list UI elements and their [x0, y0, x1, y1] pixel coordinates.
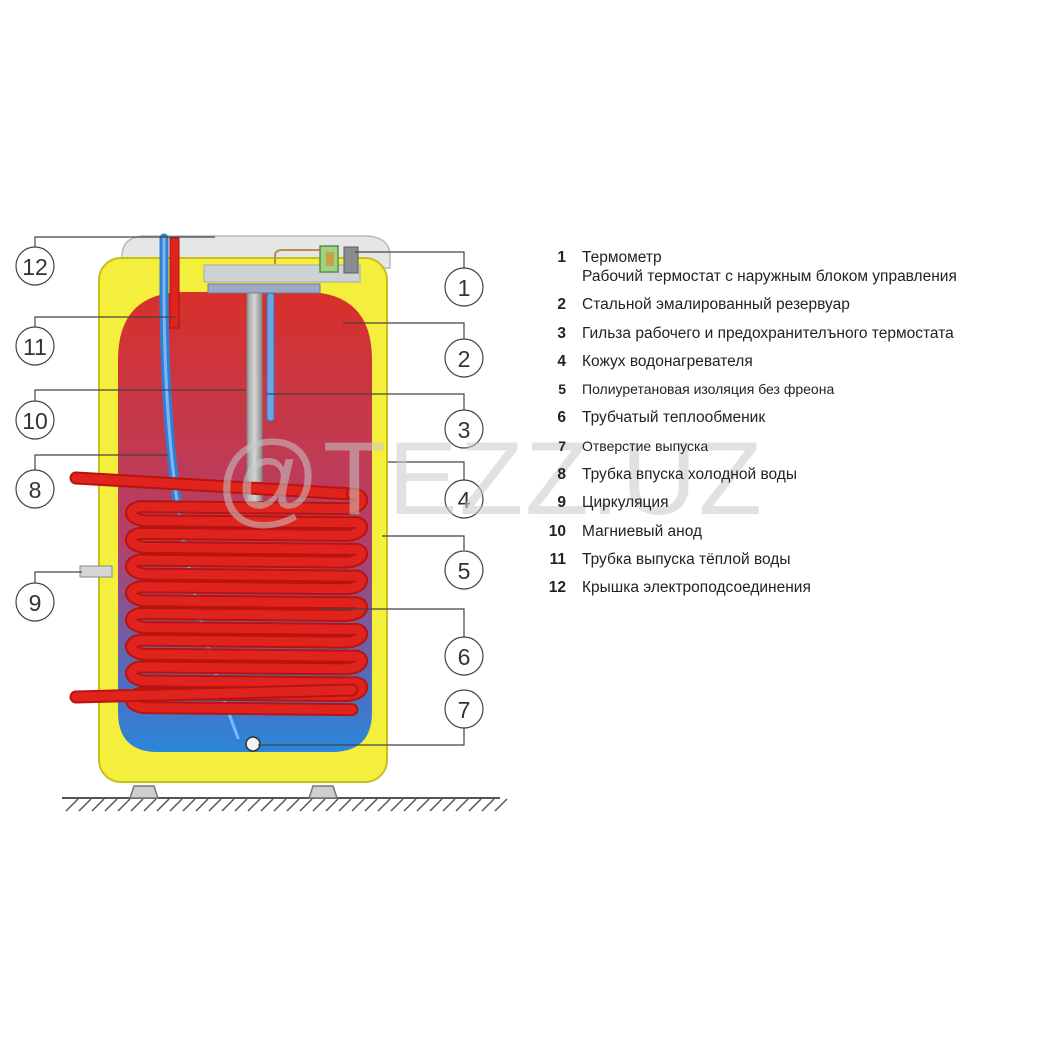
legend-item-12: 12 Крышка электроподсоединения [530, 578, 1045, 597]
hot-outlet-pipe [169, 237, 180, 329]
callout-9: 9 [15, 582, 55, 622]
legend-num: 11 [549, 550, 566, 568]
legend-num: 8 [557, 466, 566, 484]
thermostat-sleeve [266, 292, 275, 422]
legend-num: 7 [558, 437, 566, 454]
circulation-stub [79, 565, 113, 578]
legend-num: 6 [557, 409, 566, 427]
legend-num: 4 [557, 352, 566, 370]
svg-text:8: 8 [29, 477, 42, 503]
drain-outlet [245, 736, 261, 752]
legend-item-3: 3 Гильза рабочего и предохранителъного т… [530, 324, 1045, 343]
legend-text: Стальной эмалированный резервуар [582, 296, 850, 314]
legend-item-6: 6 Трубчатый теплообменик [530, 408, 1045, 427]
legend-item-7: 7 Отверстие выпуска [530, 437, 1045, 456]
svg-text:2: 2 [458, 346, 471, 372]
legend-item-8: 8 Трубка впуска холодной воды [530, 465, 1045, 484]
legend-num: 3 [557, 324, 566, 342]
leader-lines [34, 236, 465, 746]
legend-num: 12 [548, 579, 566, 597]
legend-text: Полиуретановая изоляция без фреона [582, 381, 835, 398]
legend-item-9: 9 Циркуляция [530, 493, 1045, 512]
legend-text: Трубка выпуска тёплой воды [582, 550, 791, 568]
callout-5: 5 [444, 550, 484, 590]
legend-text: Трубка впуска холодной воды [582, 466, 797, 484]
callout-3: 3 [444, 409, 484, 449]
svg-text:12: 12 [22, 254, 48, 280]
legend-item-5: 5 Полиуретановая изоляция без фреона [530, 380, 1045, 399]
callout-2: 2 [444, 338, 484, 378]
legend-text: Трубчатый теплообменик [582, 409, 766, 427]
legend-text: Гильза рабочего и предохранителъного тер… [582, 324, 954, 342]
svg-text:5: 5 [458, 558, 471, 584]
flange [207, 283, 321, 294]
callout-4: 4 [444, 479, 484, 519]
svg-text:11: 11 [23, 334, 47, 360]
legend-item-10: 10 Магниевый анод [530, 522, 1045, 541]
callout-7: 7 [444, 689, 484, 729]
floor [62, 797, 508, 812]
legend-text: Циркуляция [582, 494, 669, 512]
callout-1: 1 [444, 267, 484, 307]
svg-text:9: 9 [29, 590, 42, 616]
svg-text:7: 7 [458, 697, 471, 723]
callout-6: 6 [444, 636, 484, 676]
legend-text: Кожух водонагревателя [582, 352, 753, 370]
legend-item-2: 2 Стальной эмалированный резервуар [530, 295, 1045, 314]
svg-text:1: 1 [458, 275, 471, 301]
legend-text: Рабочий термостат с наружным блоком упра… [582, 268, 957, 285]
legend-text: Отверстие выпуска [582, 437, 709, 454]
legend-text: Термометр [582, 249, 662, 266]
callout-11: 11 [15, 326, 55, 366]
callout-12: 12 [15, 246, 55, 286]
thermometer-icon [274, 245, 359, 274]
legend-num: 10 [548, 522, 566, 540]
callout-10: 10 [15, 400, 55, 440]
legend-item-4: 4 Кожух водонагревателя [530, 352, 1045, 371]
legend-num: 9 [557, 494, 566, 512]
legend-num: 1 [557, 249, 566, 266]
legend-item-11: 11 Трубка выпуска тёплой воды [530, 550, 1045, 569]
feet [128, 785, 339, 799]
legend-text: Крышка электроподсоединения [582, 579, 811, 597]
legend-num: 2 [557, 296, 566, 314]
svg-text:4: 4 [458, 487, 471, 513]
svg-text:10: 10 [22, 408, 48, 434]
watermark: @TEZZ.UZ [215, 421, 765, 537]
heat-exchanger-coil [69, 471, 368, 717]
svg-text:6: 6 [458, 644, 471, 670]
callout-8: 8 [15, 469, 55, 509]
svg-text:3: 3 [458, 417, 471, 443]
legend-text: Магниевый анод [582, 522, 703, 540]
legend-num: 5 [558, 381, 566, 398]
